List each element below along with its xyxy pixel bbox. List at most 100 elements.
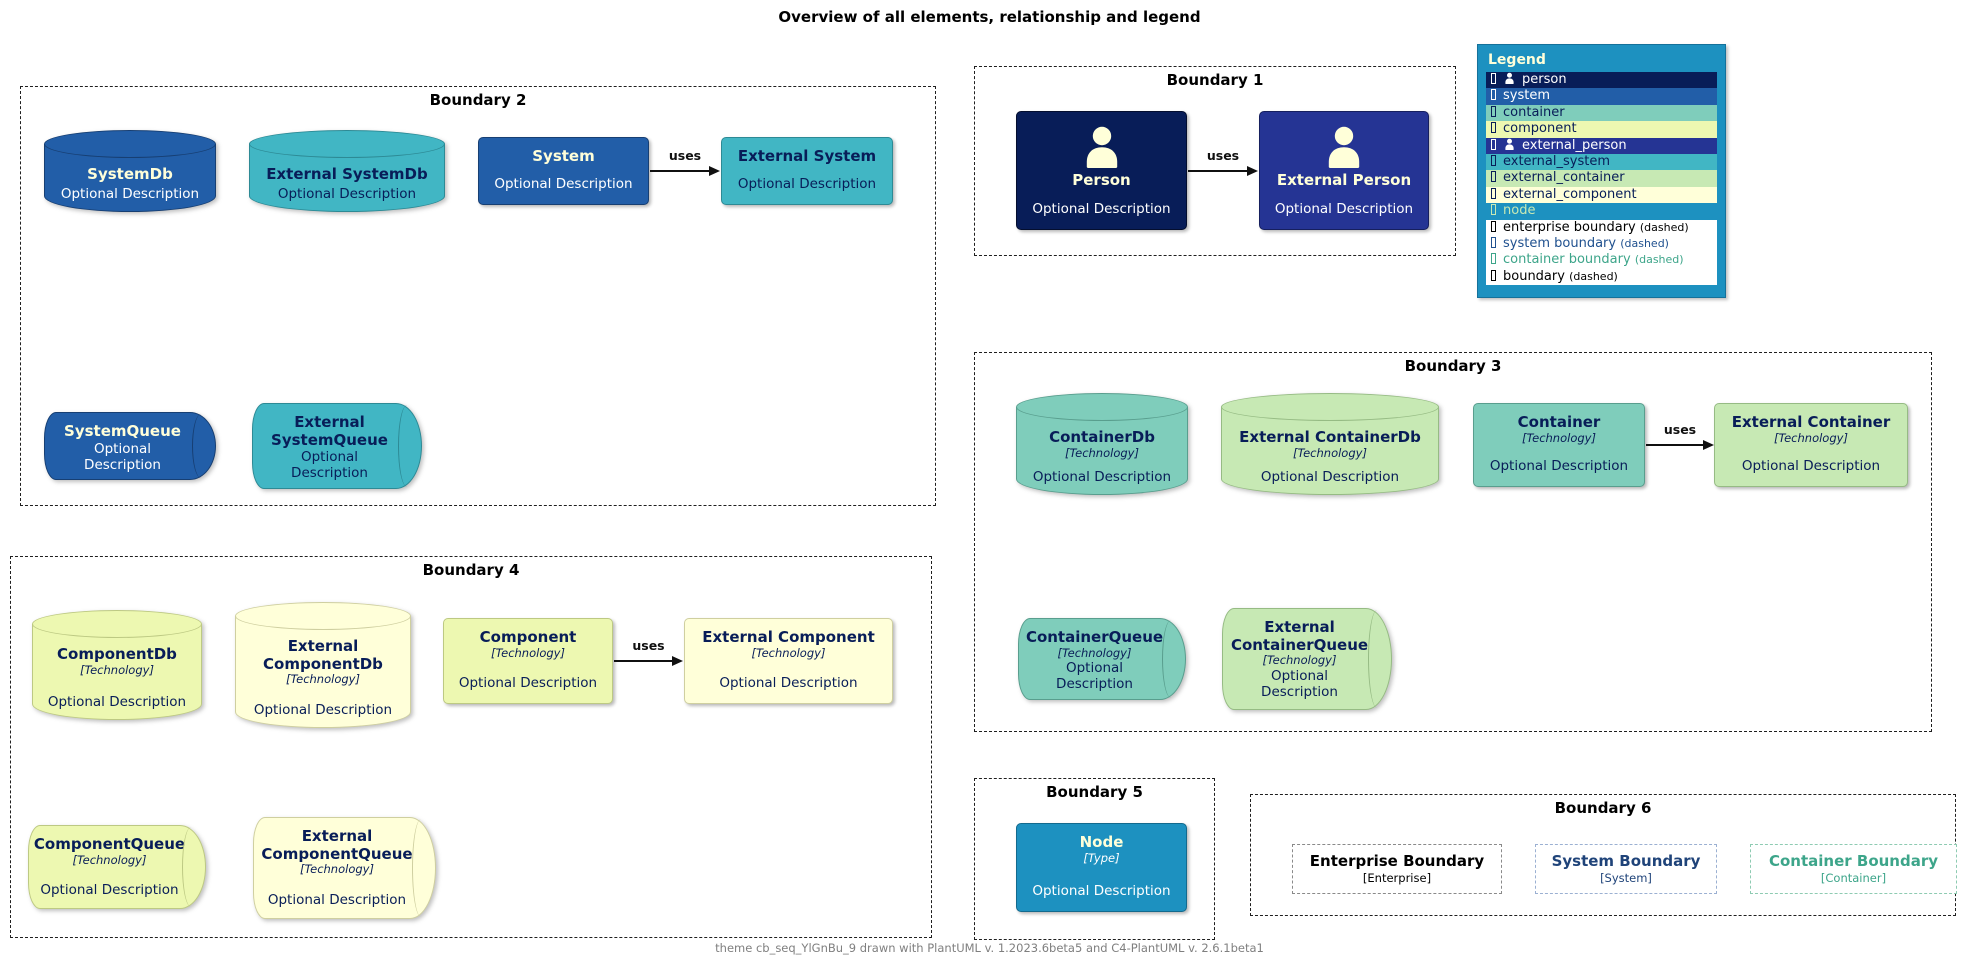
legend-label: system	[1503, 88, 1550, 104]
element-external-containerqueue: External ContainerQueue [Technology] Opt…	[1222, 608, 1392, 710]
boundary-box-type: [Container]	[1820, 870, 1887, 885]
missing-glyph-icon	[1491, 154, 1496, 166]
element-technology: [Type]	[1083, 850, 1120, 865]
missing-glyph-icon	[1491, 89, 1496, 101]
database-icon	[44, 130, 216, 158]
person-icon	[1505, 138, 1514, 150]
element-description: Optional Description	[291, 449, 368, 482]
legend-label: external_container	[1503, 170, 1625, 186]
boundary-box-title: System Boundary	[1551, 852, 1701, 871]
legend-row-component: component	[1486, 121, 1717, 138]
element-title: ContainerDb	[1049, 428, 1155, 446]
relation-line	[1188, 170, 1250, 172]
element-title: ComponentQueue	[33, 835, 186, 853]
element-description: Optional Description	[1032, 883, 1171, 899]
element-description: Optional Description	[494, 176, 633, 192]
person-icon	[1505, 72, 1514, 84]
element-technology: [Technology]	[1522, 430, 1596, 445]
element-description: Optional Description	[737, 176, 877, 192]
legend-title: Legend	[1488, 52, 1546, 68]
relation-label: uses	[632, 638, 665, 653]
element-external-systemdb: External SystemDb Optional Description	[249, 130, 445, 212]
legend-suffix: (dashed)	[1620, 236, 1669, 250]
legend-row-system: system	[1486, 88, 1717, 105]
element-node: Node [Type] Optional Description	[1016, 823, 1187, 912]
missing-glyph-icon	[1491, 269, 1496, 281]
element-description: Optional Description	[40, 882, 179, 898]
element-component: Component [Technology] Optional Descript…	[443, 618, 613, 704]
arrowhead-icon	[1703, 440, 1714, 450]
legend-label: node	[1503, 203, 1536, 219]
element-description: Optional Description	[1056, 660, 1133, 693]
arrowhead-icon	[1247, 166, 1258, 176]
missing-glyph-icon	[1491, 138, 1496, 150]
missing-glyph-icon	[1491, 122, 1496, 134]
element-description: Optional Description	[277, 186, 417, 202]
element-technology: [Technology]	[300, 862, 374, 877]
missing-glyph-icon	[1491, 171, 1496, 183]
database-icon	[1016, 393, 1188, 421]
boundary-3: Boundary 3	[974, 352, 1932, 732]
boundary-3-label: Boundary 3	[1404, 357, 1502, 375]
element-description: Optional Description	[1741, 458, 1881, 474]
legend-label: person	[1522, 72, 1567, 87]
missing-glyph-icon	[1491, 105, 1496, 117]
element-container: Container [Technology] Optional Descript…	[1473, 403, 1645, 487]
element-external-systemqueue: External SystemQueue Optional Descriptio…	[252, 403, 422, 489]
element-description: Optional Description	[1032, 469, 1172, 485]
element-title: Component	[479, 628, 577, 646]
element-description: Optional Description	[60, 186, 200, 202]
arrowhead-icon	[709, 166, 720, 176]
element-description: Optional Description	[458, 675, 598, 691]
database-icon	[235, 602, 411, 630]
element-description: Optional Description	[1489, 458, 1629, 474]
element-technology: [Technology]	[491, 645, 565, 660]
legend-row-container-boundary: container boundary (dashed)	[1486, 252, 1717, 269]
legend-label: component	[1503, 121, 1577, 137]
element-title: Node	[1079, 833, 1124, 851]
boundary-6-label: Boundary 6	[1554, 799, 1652, 817]
person-icon	[1328, 126, 1360, 168]
element-containerqueue: ContainerQueue [Technology] Optional Des…	[1018, 618, 1186, 700]
element-description: Optional Description	[84, 440, 161, 473]
person-icon	[1086, 126, 1117, 168]
system-boundary-box: System Boundary [System]	[1535, 844, 1717, 894]
legend-row-external-component: external_component	[1486, 186, 1717, 204]
legend-row-system-boundary: system boundary (dashed)	[1486, 235, 1717, 253]
legend-row-boundary: boundary (dashed)	[1486, 268, 1717, 286]
database-icon	[1221, 393, 1439, 421]
element-technology: [Technology]	[751, 645, 826, 660]
element-title: External Person	[1276, 171, 1412, 189]
element-person: Person Optional Description	[1016, 111, 1187, 230]
legend-row-person: person	[1486, 72, 1717, 89]
element-componentdb: ComponentDb [Technology] Optional Descri…	[32, 610, 202, 720]
element-description: Optional Description	[267, 892, 407, 908]
boundary-2-label: Boundary 2	[429, 91, 527, 109]
element-title: External Component	[702, 628, 875, 646]
missing-glyph-icon	[1491, 253, 1496, 265]
element-title: External ContainerQueue	[1230, 618, 1369, 654]
boundary-4: Boundary 4	[10, 556, 932, 938]
element-external-system: External System Optional Description	[721, 137, 893, 205]
element-technology: [Technology]	[1065, 445, 1139, 460]
legend-suffix: (dashed)	[1569, 269, 1618, 283]
element-technology: [Technology]	[1774, 430, 1848, 445]
legend-suffix: (dashed)	[1639, 220, 1689, 234]
element-title: External SystemQueue	[271, 413, 388, 449]
element-title: SystemDb	[87, 165, 173, 183]
legend-row-node: node	[1486, 203, 1717, 220]
element-title: External ContainerDb	[1239, 428, 1421, 446]
relation-label: uses	[1663, 422, 1697, 437]
element-technology: [Technology]	[72, 852, 147, 867]
legend-label: enterprise boundary	[1503, 219, 1636, 235]
legend-label: external_person	[1522, 137, 1627, 153]
boundary-5: Boundary 5	[974, 778, 1215, 940]
element-external-containerdb: External ContainerDb [Technology] Option…	[1221, 393, 1439, 495]
element-systemdb: SystemDb Optional Description	[44, 130, 216, 212]
element-title: Container	[1517, 413, 1601, 431]
arrowhead-icon	[672, 656, 683, 666]
element-description: Optional Description	[47, 694, 187, 710]
legend-row-external-system: external_system	[1486, 153, 1717, 171]
element-external-container: External Container [Technology] Optional…	[1714, 403, 1908, 487]
